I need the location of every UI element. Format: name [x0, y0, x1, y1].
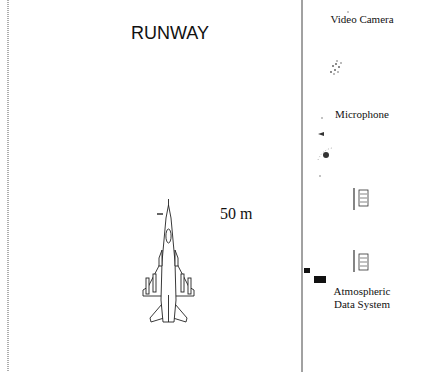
- microphone: [318, 117, 332, 177]
- equipment-label: Microphone: [335, 108, 389, 121]
- equipment-label: Atmospheric Data System: [324, 285, 400, 311]
- runway-edge: [7, 0, 8, 372]
- equipment-rack: [354, 188, 368, 210]
- dimension-label: 50 m: [220, 204, 252, 223]
- equipment-label: Video Camera: [330, 13, 393, 26]
- sensor-block: [304, 268, 310, 273]
- title-label: RUNWAY: [131, 23, 209, 45]
- equipment-rack: [354, 250, 368, 272]
- dimension-mark: [157, 213, 163, 215]
- runway-edge: [302, 0, 303, 372]
- aircraft: [143, 199, 194, 322]
- sensor-block: [314, 276, 326, 283]
